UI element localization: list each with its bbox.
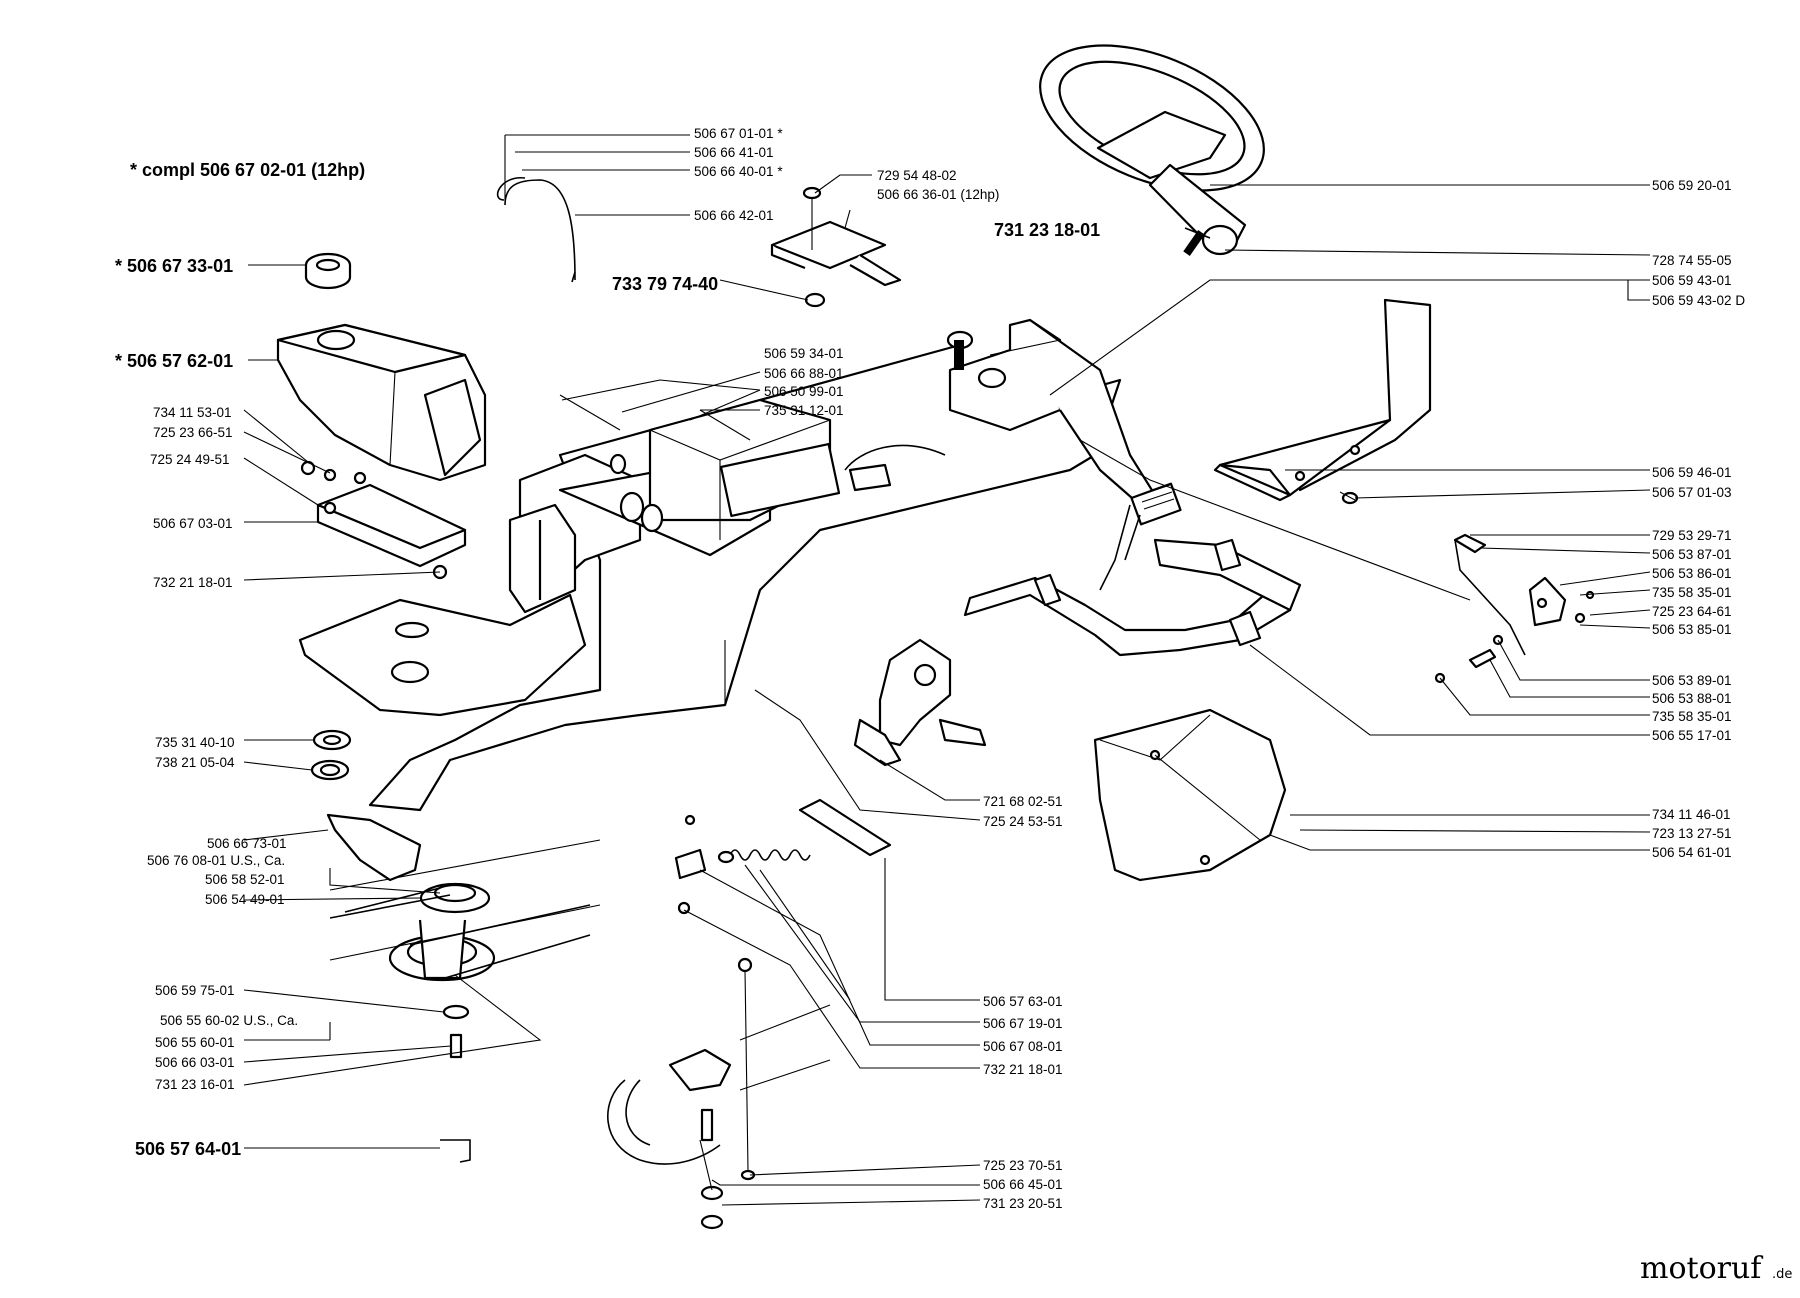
part-number-label: 729 54 48-02 bbox=[877, 168, 957, 183]
footrest-plate-part bbox=[298, 503, 587, 717]
part-number-label: 506 67 08-01 bbox=[983, 1039, 1063, 1054]
part-number-label: 506 50 99-01 bbox=[764, 384, 844, 399]
washer-part bbox=[310, 729, 352, 781]
part-number-label: 506 59 34-01 bbox=[764, 346, 844, 361]
part-number-label: * 506 57 62-01 bbox=[115, 351, 233, 371]
part-number-label: 735 58 35-01 bbox=[1652, 709, 1732, 724]
part-number-label: 506 58 52-01 bbox=[205, 872, 285, 887]
part-number-label: 732 21 18-01 bbox=[153, 575, 233, 590]
pulley-arm-part bbox=[326, 813, 422, 882]
dash-tower-part bbox=[946, 318, 1157, 507]
part-number-label: 731 23 20-51 bbox=[983, 1196, 1063, 1211]
part-number-label: 506 59 20-01 bbox=[1652, 178, 1732, 193]
part-number-label: 506 53 85-01 bbox=[1652, 622, 1732, 637]
fuel-hose-part bbox=[496, 177, 576, 283]
seat-plate-part bbox=[1213, 298, 1432, 502]
part-number-label: 731 23 16-01 bbox=[155, 1077, 235, 1092]
part-number-label: 506 67 01-01 * bbox=[694, 126, 783, 141]
deck-pulley-part bbox=[329, 839, 601, 982]
watermark-suffix: .de bbox=[1772, 1267, 1792, 1282]
part-number-label: 506 67 19-01 bbox=[983, 1016, 1063, 1031]
part-number-label: 506 54 49-01 bbox=[205, 892, 285, 907]
throttle-linkage-part bbox=[1434, 533, 1595, 684]
part-number-label: 725 23 70-51 bbox=[983, 1158, 1063, 1173]
belt-guide-part bbox=[607, 957, 831, 1230]
part-number-label: 506 59 43-02 D bbox=[1652, 293, 1745, 308]
watermark-text: motoruf bbox=[1640, 1251, 1763, 1286]
part-number-label: 728 74 55-05 bbox=[1652, 253, 1732, 268]
part-number-label: 738 21 05-04 bbox=[155, 755, 235, 770]
pulley-washer-part bbox=[442, 1004, 470, 1059]
part-number-label: 732 21 18-01 bbox=[983, 1062, 1063, 1077]
part-number-label: 735 31 12-01 bbox=[764, 403, 844, 418]
part-number-label: 735 31 40-10 bbox=[155, 735, 235, 750]
leader-lines bbox=[243, 134, 1651, 1206]
part-number-label: 506 66 03-01 bbox=[155, 1055, 235, 1070]
fuel-cap-part bbox=[304, 252, 352, 290]
tension-spring-part bbox=[717, 849, 811, 864]
part-number-label: 506 57 64-01 bbox=[135, 1139, 241, 1159]
part-number-label: 721 68 02-51 bbox=[983, 794, 1063, 809]
part-number-label: 734 11 46-01 bbox=[1652, 807, 1731, 822]
steering-wheel-part bbox=[1039, 44, 1265, 256]
brake-pedal-part bbox=[1099, 482, 1182, 591]
part-number-label: 506 54 61-01 bbox=[1652, 845, 1732, 860]
part-number-label: 735 58 35-01 bbox=[1652, 585, 1732, 600]
fuel-tank-part bbox=[276, 323, 487, 482]
part-number-label: 729 53 29-71 bbox=[1652, 528, 1732, 543]
complete-assembly-note: * compl 506 67 02-01 (12hp) bbox=[130, 160, 365, 180]
part-number-label: 725 24 53-51 bbox=[983, 814, 1063, 829]
part-number-label: 506 59 75-01 bbox=[155, 983, 235, 998]
part-number-label: 506 66 88-01 bbox=[764, 366, 844, 381]
part-number-label: 725 23 64-61 bbox=[1652, 604, 1732, 619]
main-frame-part bbox=[368, 343, 1122, 812]
part-number-label: 506 53 88-01 bbox=[1652, 691, 1732, 706]
part-number-label: 506 66 73-01 bbox=[207, 836, 287, 851]
part-number-label: 506 66 36-01 (12hp) bbox=[877, 187, 999, 202]
part-number-label: 506 57 63-01 bbox=[983, 994, 1063, 1009]
part-number-label: 506 66 45-01 bbox=[983, 1177, 1063, 1192]
part-number-label: 725 23 66-51 bbox=[153, 425, 233, 440]
part-number-label: 506 57 01-03 bbox=[1652, 485, 1732, 500]
part-number-label: 506 53 89-01 bbox=[1652, 673, 1732, 688]
part-number-label: 506 66 40-01 * bbox=[694, 164, 783, 179]
side-cover-part bbox=[1093, 708, 1287, 882]
part-number-label: 731 23 18-01 bbox=[994, 220, 1100, 240]
part-number-label: 506 66 42-01 bbox=[694, 208, 774, 223]
part-number-label: 506 59 46-01 bbox=[1652, 465, 1732, 480]
part-number-label: 506 55 60-02 U.S., Ca. bbox=[160, 1013, 298, 1028]
hose-part bbox=[844, 444, 946, 492]
linkage-bar-part bbox=[963, 538, 1302, 657]
part-number-label: 506 55 17-01 bbox=[1652, 728, 1732, 743]
belt-clip-part bbox=[440, 1139, 471, 1163]
part-number-label: 725 24 49-51 bbox=[150, 452, 230, 467]
seat-switch-bracket-part bbox=[770, 186, 902, 308]
lever-plate-part bbox=[674, 798, 892, 915]
part-number-label: 506 66 41-01 bbox=[694, 145, 774, 160]
part-number-label: 506 53 86-01 bbox=[1652, 566, 1732, 581]
part-number-label: 506 55 60-01 bbox=[155, 1035, 235, 1050]
part-number-label: 723 13 27-51 bbox=[1652, 826, 1732, 841]
part-number-label: * 506 67 33-01 bbox=[115, 256, 233, 276]
motoruf-watermark-logo: motoruf .de bbox=[1640, 1251, 1792, 1286]
part-number-labels: * 506 67 33-01 * 506 57 62-01 734 11 53-01… bbox=[115, 126, 1745, 1211]
seat-bolt-part bbox=[1339, 491, 1359, 505]
part-number-label: 506 76 08-01 U.S., Ca. bbox=[147, 853, 285, 868]
part-number-label: 733 79 74-40 bbox=[612, 274, 718, 294]
part-number-label: 734 11 53-01 bbox=[153, 405, 232, 420]
part-number-label: 506 53 87-01 bbox=[1652, 547, 1732, 562]
steering-spindle-part bbox=[853, 638, 987, 767]
part-number-label: 506 59 43-01 bbox=[1652, 273, 1732, 288]
part-number-label: 506 67 03-01 bbox=[153, 516, 233, 531]
